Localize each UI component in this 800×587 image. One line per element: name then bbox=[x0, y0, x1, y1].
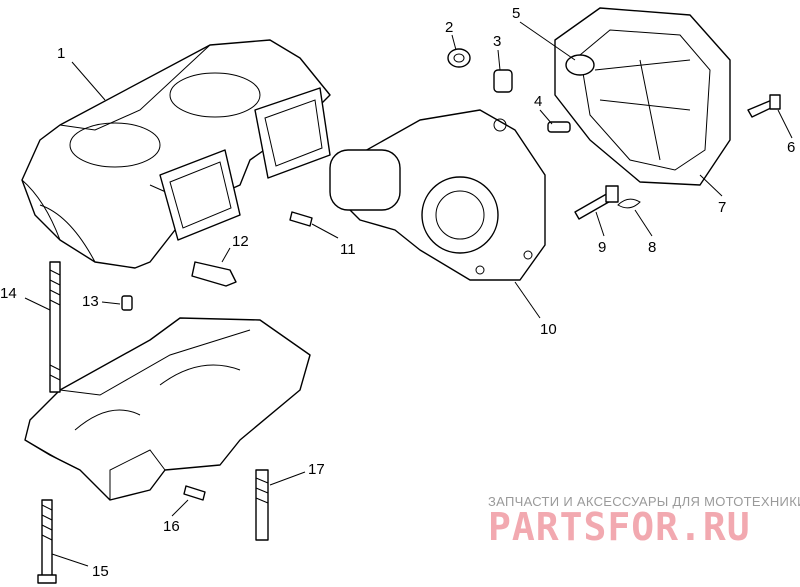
callout-1: 1 bbox=[57, 45, 65, 62]
upper-crankcase bbox=[21, 39, 331, 269]
callout-2: 2 bbox=[445, 19, 453, 36]
stud-17 bbox=[255, 469, 269, 541]
lower-crankcase bbox=[24, 317, 311, 501]
callout-15: 15 bbox=[92, 563, 109, 580]
fitting-11 bbox=[289, 211, 313, 227]
watermark-logo: PARTSFOR.RU bbox=[488, 505, 751, 549]
callout-14: 14 bbox=[0, 285, 17, 302]
bolt-9 bbox=[574, 185, 619, 220]
callout-9: 9 bbox=[598, 239, 606, 256]
leader-lines bbox=[24, 21, 793, 567]
washer-8 bbox=[617, 198, 641, 209]
callout-7: 7 bbox=[718, 199, 726, 216]
callout-8: 8 bbox=[648, 239, 656, 256]
watermark-tagline: ЗАПЧАСТИ И АКСЕССУАРЫ ДЛЯ МОТОТЕХНИКИ bbox=[488, 494, 800, 509]
callout-6: 6 bbox=[787, 139, 795, 156]
intake-plates bbox=[159, 87, 331, 241]
dowel-pin-13 bbox=[121, 295, 133, 311]
plug-3 bbox=[493, 69, 513, 93]
callout-3: 3 bbox=[493, 33, 501, 50]
callout-4: 4 bbox=[534, 93, 542, 110]
callout-16: 16 bbox=[163, 518, 180, 535]
stud-bolt-14 bbox=[49, 261, 61, 393]
stator-housing bbox=[329, 109, 546, 281]
callout-5: 5 bbox=[512, 5, 520, 22]
callout-13: 13 bbox=[82, 293, 99, 310]
bolt-6 bbox=[747, 94, 781, 118]
seal-2 bbox=[447, 48, 471, 68]
fitting-16 bbox=[183, 485, 206, 501]
cover-7 bbox=[554, 7, 731, 186]
callout-10: 10 bbox=[540, 321, 557, 338]
callout-11: 11 bbox=[340, 241, 356, 258]
fitting-12 bbox=[191, 261, 237, 287]
pin-4 bbox=[547, 121, 571, 133]
bolt-15 bbox=[37, 499, 57, 584]
callout-17: 17 bbox=[308, 461, 325, 478]
callout-12: 12 bbox=[232, 233, 249, 250]
